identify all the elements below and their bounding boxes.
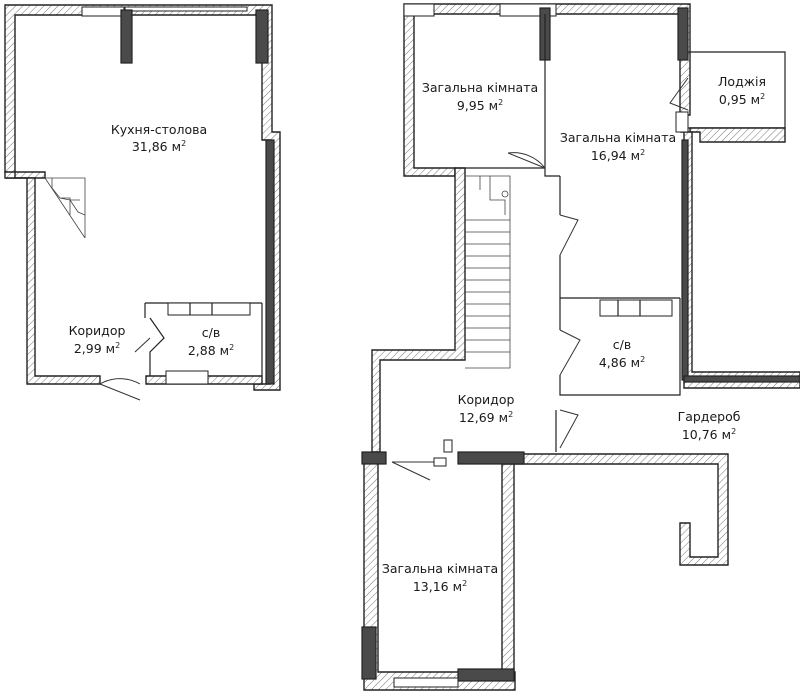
column-top <box>120 9 133 64</box>
outer-wall-lower-left <box>4 171 101 385</box>
room-loggia: Лоджія 0,95 м2 <box>718 74 766 107</box>
wall-solid-right <box>681 139 689 381</box>
room-area: 31,86 м2 <box>132 139 186 154</box>
door-entrance-lower <box>99 378 141 401</box>
plan-lower-level <box>4 4 281 401</box>
door-lower-room <box>391 461 440 481</box>
room-area: 13,16 м2 <box>413 579 467 594</box>
room-area: 2,88 м2 <box>188 343 234 358</box>
wall-solid-wardrobe-top <box>683 375 800 383</box>
room-label: Загальна кімната <box>422 80 538 95</box>
column-right-long <box>265 139 275 385</box>
loggia-outline <box>688 51 786 129</box>
room-bath-lower: с/в 2,88 м2 <box>188 325 234 358</box>
outer-wall-lower <box>4 4 281 391</box>
window-top-left <box>81 6 125 17</box>
room-label: Кухня-столова <box>111 122 207 137</box>
column-lower-mid <box>457 451 525 465</box>
door-living1 <box>507 152 546 169</box>
door-bath2 <box>559 329 581 376</box>
room-living-1: Загальна кімната 9,95 м2 <box>422 80 538 113</box>
inner-wall-lower-room <box>501 463 515 673</box>
room-label: Гардероб <box>678 409 741 424</box>
room-kitchen: Кухня-столова 31,86 м2 <box>111 122 207 154</box>
room-area: 0,95 м2 <box>719 92 765 107</box>
column-lower-right-bottom <box>457 668 515 682</box>
room-area: 16,94 м2 <box>591 148 645 163</box>
room-area: 10,76 м2 <box>682 427 736 442</box>
column-lower-left <box>361 451 387 465</box>
small-post-3 <box>433 457 447 467</box>
wardrobe-wall <box>513 453 729 566</box>
outer-wall-upper-leftmid <box>371 167 466 453</box>
room-wardrobe: Гардероб 10,76 м2 <box>678 409 741 442</box>
plan-upper-level <box>361 3 800 691</box>
room-bath-upper: с/в 4,86 м2 <box>599 337 645 370</box>
loggia-wall <box>689 127 786 143</box>
room-living-2: Загальна кімната 16,94 м2 <box>560 130 676 163</box>
small-post-2 <box>443 439 453 453</box>
bottom-window <box>165 370 209 385</box>
window-upper-1 <box>403 3 435 17</box>
room-area: 4,86 м2 <box>599 355 645 370</box>
bath2-fixture <box>599 299 673 317</box>
room-area: 2,99 м2 <box>74 341 120 356</box>
door-bath-lower <box>134 337 151 353</box>
room-label: Коридор <box>69 323 126 338</box>
room-corridor-upper: Коридор 12,69 м2 <box>458 392 515 425</box>
room-label: Лоджія <box>718 74 766 89</box>
room-area: 12,69 м2 <box>459 410 513 425</box>
column-upper-2 <box>677 7 689 61</box>
room-label: Загальна кімната <box>382 561 498 576</box>
outer-wall-upper-right <box>680 131 800 389</box>
window-top-mid <box>124 6 248 12</box>
room-label: с/в <box>202 325 220 340</box>
room-label: Коридор <box>458 392 515 407</box>
door-living2 <box>559 214 579 256</box>
stairs-lower <box>44 177 86 239</box>
door-wardrobe <box>559 409 579 449</box>
door-loggia <box>669 77 689 111</box>
room-label: Загальна кімната <box>560 130 676 145</box>
stairs-upper <box>465 175 511 369</box>
column-lower-left-bottom <box>361 626 377 680</box>
partition-bath2 <box>559 298 681 396</box>
partition-living2 <box>559 176 680 299</box>
room-label: с/в <box>613 337 631 352</box>
small-post-1 <box>675 111 689 133</box>
bath-fixture <box>167 302 251 316</box>
room-area: 9,95 м2 <box>457 98 503 113</box>
window-lower-room <box>393 677 459 688</box>
room-corridor-lower: Коридор 2,99 м2 <box>69 323 126 356</box>
room-living-3: Загальна кімната 13,16 м2 <box>382 561 498 594</box>
column-right <box>255 9 269 64</box>
